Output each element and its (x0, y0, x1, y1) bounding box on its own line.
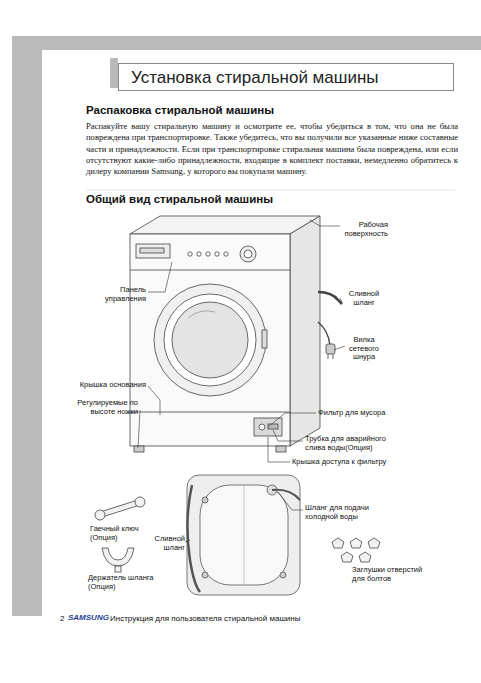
part-label: Сливной шланг (340, 290, 388, 307)
footer-text: Инструкция для пользователя стиральной м… (110, 614, 330, 623)
section-heading: Распаковка стиральной машины (86, 104, 466, 117)
body-text: Распакуйте вашу стиральную машину и осмо… (86, 121, 458, 178)
rule (86, 190, 455, 191)
part-label: Шланг для подачи холодной воды (305, 504, 383, 521)
section-heading: Общий вид стиральной машины (86, 193, 386, 206)
part-label: Трубка для аварийного слива воды(Опция) (305, 435, 399, 452)
page-title: Установка стиральной машины (131, 68, 379, 88)
part-label: Вилка сетевого шнура (340, 336, 388, 362)
title-box: Установка стиральной машины (118, 63, 454, 91)
back-view (187, 475, 300, 595)
hose-holder (102, 548, 134, 572)
brand-logo: SAMSUNG (68, 613, 112, 622)
part-label: Регулируемые по высоте ножки (74, 399, 138, 416)
part-label: Панель управления (80, 286, 146, 303)
part-label: Держатель шланга (Опция) (88, 574, 164, 591)
part-label: Гаечный ключ (Опция) (90, 525, 150, 542)
frame-band (12, 36, 42, 616)
part-label: Фильтр для мусора (318, 409, 418, 418)
washing-machine (130, 216, 342, 452)
part-label: Сливной шланг (140, 535, 185, 552)
title-tab (110, 58, 118, 88)
part-label: Заглушки отверстий для болтов (352, 566, 432, 583)
part-label: Крышка доступа к фильтру (292, 458, 412, 467)
bolt-caps (332, 538, 380, 562)
part-label: Рабочая поверхность (326, 221, 388, 238)
wrench (95, 497, 145, 520)
frame-band (12, 36, 481, 50)
leader-lines (138, 220, 345, 542)
part-label: Крышка основания (78, 381, 146, 390)
